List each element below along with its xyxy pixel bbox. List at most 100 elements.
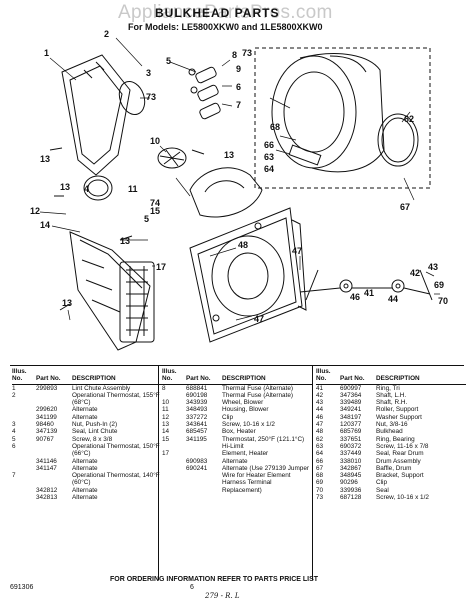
- part-number-cell: 341199: [36, 413, 57, 421]
- callout-label: 12: [30, 206, 40, 216]
- illus-cell: 68: [316, 472, 324, 480]
- description-cell: Alternate: [72, 486, 98, 494]
- description-cell: Thermostat, 250°F (121.1°C) Hi-Limit: [222, 435, 305, 450]
- description-cell: Nut, 3/8-16: [376, 421, 408, 429]
- callout-label: 41: [364, 288, 374, 298]
- description-cell: Thermal Fuse (Alternate): [222, 391, 294, 399]
- callout-label: 73: [242, 48, 252, 58]
- illus-cell: 17: [162, 450, 170, 458]
- callout-label: 5: [166, 56, 171, 66]
- part-number-cell: 690983: [186, 457, 208, 465]
- illus-cell: 43: [316, 399, 324, 407]
- part-number-cell: 341146: [36, 457, 57, 465]
- part-number-cell: 339936: [340, 486, 362, 494]
- illus-cell: 62: [316, 435, 324, 443]
- description-cell: Alternate (Use 279139 Jumper Wire for He…: [222, 464, 310, 494]
- illus-cell: 11: [162, 406, 169, 414]
- description-cell: Box, Heater: [222, 428, 256, 436]
- description-cell: Shaft, R.H.: [376, 399, 408, 407]
- description-cell: Screw, 10-16 x 1/2: [376, 494, 429, 502]
- part-number-cell: 337272: [186, 413, 208, 421]
- description-header: DESCRIPTION: [376, 368, 466, 385]
- illus-cell: 63: [316, 442, 324, 450]
- document-number: 691306: [10, 584, 34, 591]
- column-divider: [312, 365, 313, 580]
- illus-header: Illus. No.: [316, 368, 340, 385]
- page-title: BULKHEAD PARTS: [155, 6, 280, 20]
- part-number-cell: 342867: [340, 464, 362, 472]
- part-number-cell: 338010: [340, 457, 362, 465]
- callout-label: 1: [44, 48, 49, 58]
- description-cell: Clip: [376, 479, 388, 487]
- page-number: 6: [190, 584, 194, 591]
- description-cell: Operational Thermostat, 150°F (66°C): [72, 442, 160, 458]
- table-row: 341146 Alternate: [12, 458, 162, 465]
- blower-housing-part: [189, 167, 263, 218]
- description-cell: Operational Thermostat, 155°F (68°C): [72, 391, 160, 407]
- callout-label: 2: [104, 29, 109, 39]
- callout-label: 11: [128, 184, 138, 194]
- bulkhead-part: [189, 207, 307, 343]
- callout-label: 63: [264, 152, 274, 162]
- description-cell: Alternate: [222, 457, 248, 465]
- illus-cell: 73: [316, 494, 324, 502]
- exploded-diagram: 1 2 3 4 5 5 6 7 8 9 10 11 12 13 13 13 13…: [30, 29, 448, 351]
- callout-label: 64: [264, 164, 274, 174]
- description-cell: Drum Assembly: [376, 457, 421, 465]
- description-cell: Baffle, Drum: [376, 464, 412, 472]
- illus-cell: 41: [316, 384, 324, 392]
- part-number-cell: 347139: [36, 428, 58, 436]
- illus-header: Illus. No.: [12, 368, 36, 385]
- callout-label: 69: [434, 280, 444, 290]
- callout-label: 67: [400, 202, 410, 212]
- callout-label: 62: [404, 114, 414, 124]
- drum-detail-box: [254, 47, 431, 189]
- description-cell: Alternate: [72, 494, 98, 502]
- callout-label: 73: [146, 92, 156, 102]
- callout-label: 13: [224, 150, 234, 160]
- description-cell: Lint Chute Assembly: [72, 384, 131, 392]
- illus-cell: [162, 392, 186, 399]
- part-number-cell: 688841: [186, 384, 208, 392]
- callout-label: 13: [62, 298, 72, 308]
- part-number-cell: 90296: [340, 479, 358, 487]
- callout-label: 42: [410, 268, 420, 278]
- illus-cell: 12: [162, 413, 170, 421]
- illus-cell: [12, 458, 36, 465]
- description-cell: Seal, Rear Drum: [376, 450, 424, 458]
- description-cell: Ring, Bearing: [376, 435, 415, 443]
- description-cell: Bracket, Support: [376, 472, 424, 480]
- table-top-rule: [10, 365, 464, 366]
- description-cell: Alternate: [72, 406, 98, 414]
- description-cell: Alternate: [72, 457, 98, 465]
- illus-cell: [12, 487, 36, 494]
- part-header: Part No.: [340, 368, 376, 385]
- table-row: 690983 Alternate: [162, 458, 312, 465]
- screw-parts: [49, 147, 205, 311]
- watermark: AppliancePartsPros.com: [118, 2, 333, 23]
- callout-label: 6: [236, 82, 241, 92]
- callout-label: 47: [254, 314, 264, 324]
- description-cell: Seal: [376, 486, 389, 494]
- column-divider: [158, 365, 159, 580]
